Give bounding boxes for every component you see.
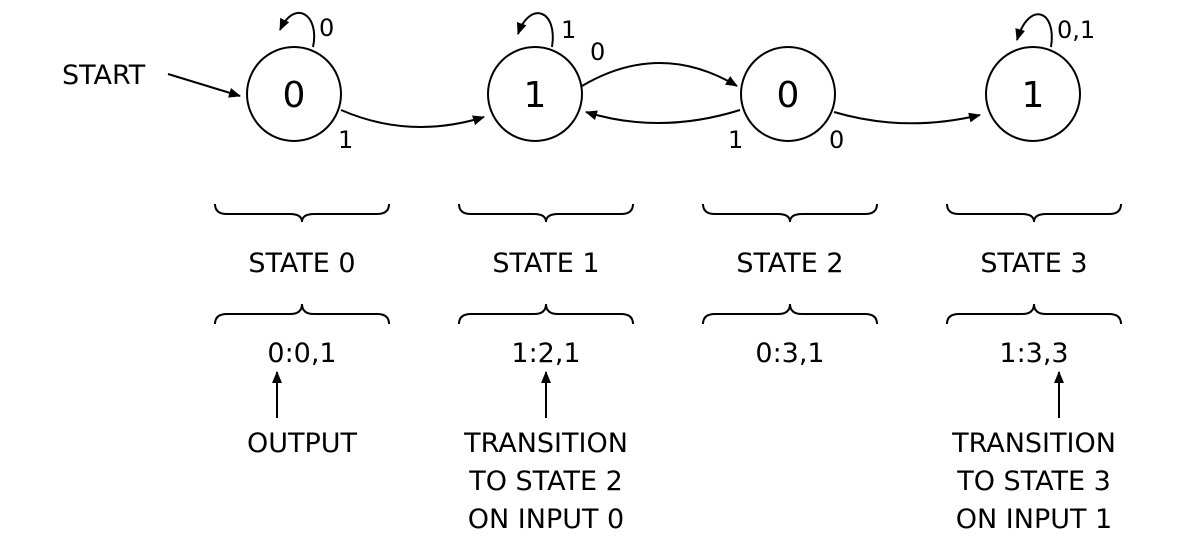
state-encoding-3: 1:3,3 [999, 338, 1068, 369]
brace-upper-0 [214, 203, 390, 223]
brace-lower-2 [702, 303, 878, 325]
annotation-transition-0-line-1: TRANSITION [463, 428, 628, 459]
state-circle-1 [487, 46, 583, 142]
transition-label-s0-loop: 0 [319, 14, 334, 42]
state-label-2: STATE 2 [736, 248, 843, 279]
brace-lower-3 [946, 303, 1122, 325]
start-label: START [62, 60, 146, 91]
state-label-3: STATE 3 [980, 248, 1087, 279]
annotation-output: OUTPUT [247, 428, 358, 459]
state-output-1: 1 [524, 75, 547, 116]
edge-s2-s3 [833, 111, 981, 125]
transition-label-s0-s1: 1 [338, 126, 353, 154]
state-label-0: STATE 0 [248, 248, 355, 279]
state-circle-3 [985, 46, 1081, 142]
state-circle-2 [740, 46, 836, 142]
loop-s0 [279, 11, 316, 48]
loop-s1 [516, 12, 554, 48]
transition-label-s2-s1: 1 [728, 126, 743, 154]
state-circle-0 [246, 46, 342, 142]
state-encoding-2: 0:3,1 [755, 338, 824, 369]
state-output-2: 0 [777, 75, 800, 116]
state-encoding-1: 1:2,1 [511, 338, 580, 369]
state-label-1: STATE 1 [492, 248, 599, 279]
brace-lower-0 [214, 303, 390, 325]
loop-s3 [1015, 13, 1053, 48]
edge-s0-s1 [340, 109, 485, 128]
annotation-transition-1-line-2: TO STATE 3 [956, 466, 1111, 497]
transition-label-s1-loop: 1 [561, 16, 576, 44]
state-output-0: 0 [283, 75, 306, 116]
state-output-3: 1 [1022, 75, 1045, 116]
brace-upper-3 [946, 203, 1122, 223]
transition-label-s3-loop: 0,1 [1057, 16, 1095, 44]
brace-upper-2 [702, 203, 878, 223]
brace-upper-1 [458, 203, 634, 223]
brace-lower-1 [458, 303, 634, 325]
edge-s1-s2 [581, 62, 738, 87]
annotation-transition-0-line-2: TO STATE 2 [468, 466, 623, 497]
edge-s2-s1 [585, 109, 741, 125]
annotation-transition-1-line-1: TRANSITION [951, 428, 1116, 459]
annotation-transition-0-line-3: ON INPUT 0 [468, 504, 625, 535]
transition-label-s2-s3: 0 [829, 126, 844, 154]
start-arrow [167, 73, 241, 98]
annotation-transition-1-line-3: ON INPUT 1 [956, 504, 1113, 535]
transition-label-s1-s2: 0 [590, 38, 605, 66]
state-encoding-0: 0:0,1 [267, 338, 336, 369]
